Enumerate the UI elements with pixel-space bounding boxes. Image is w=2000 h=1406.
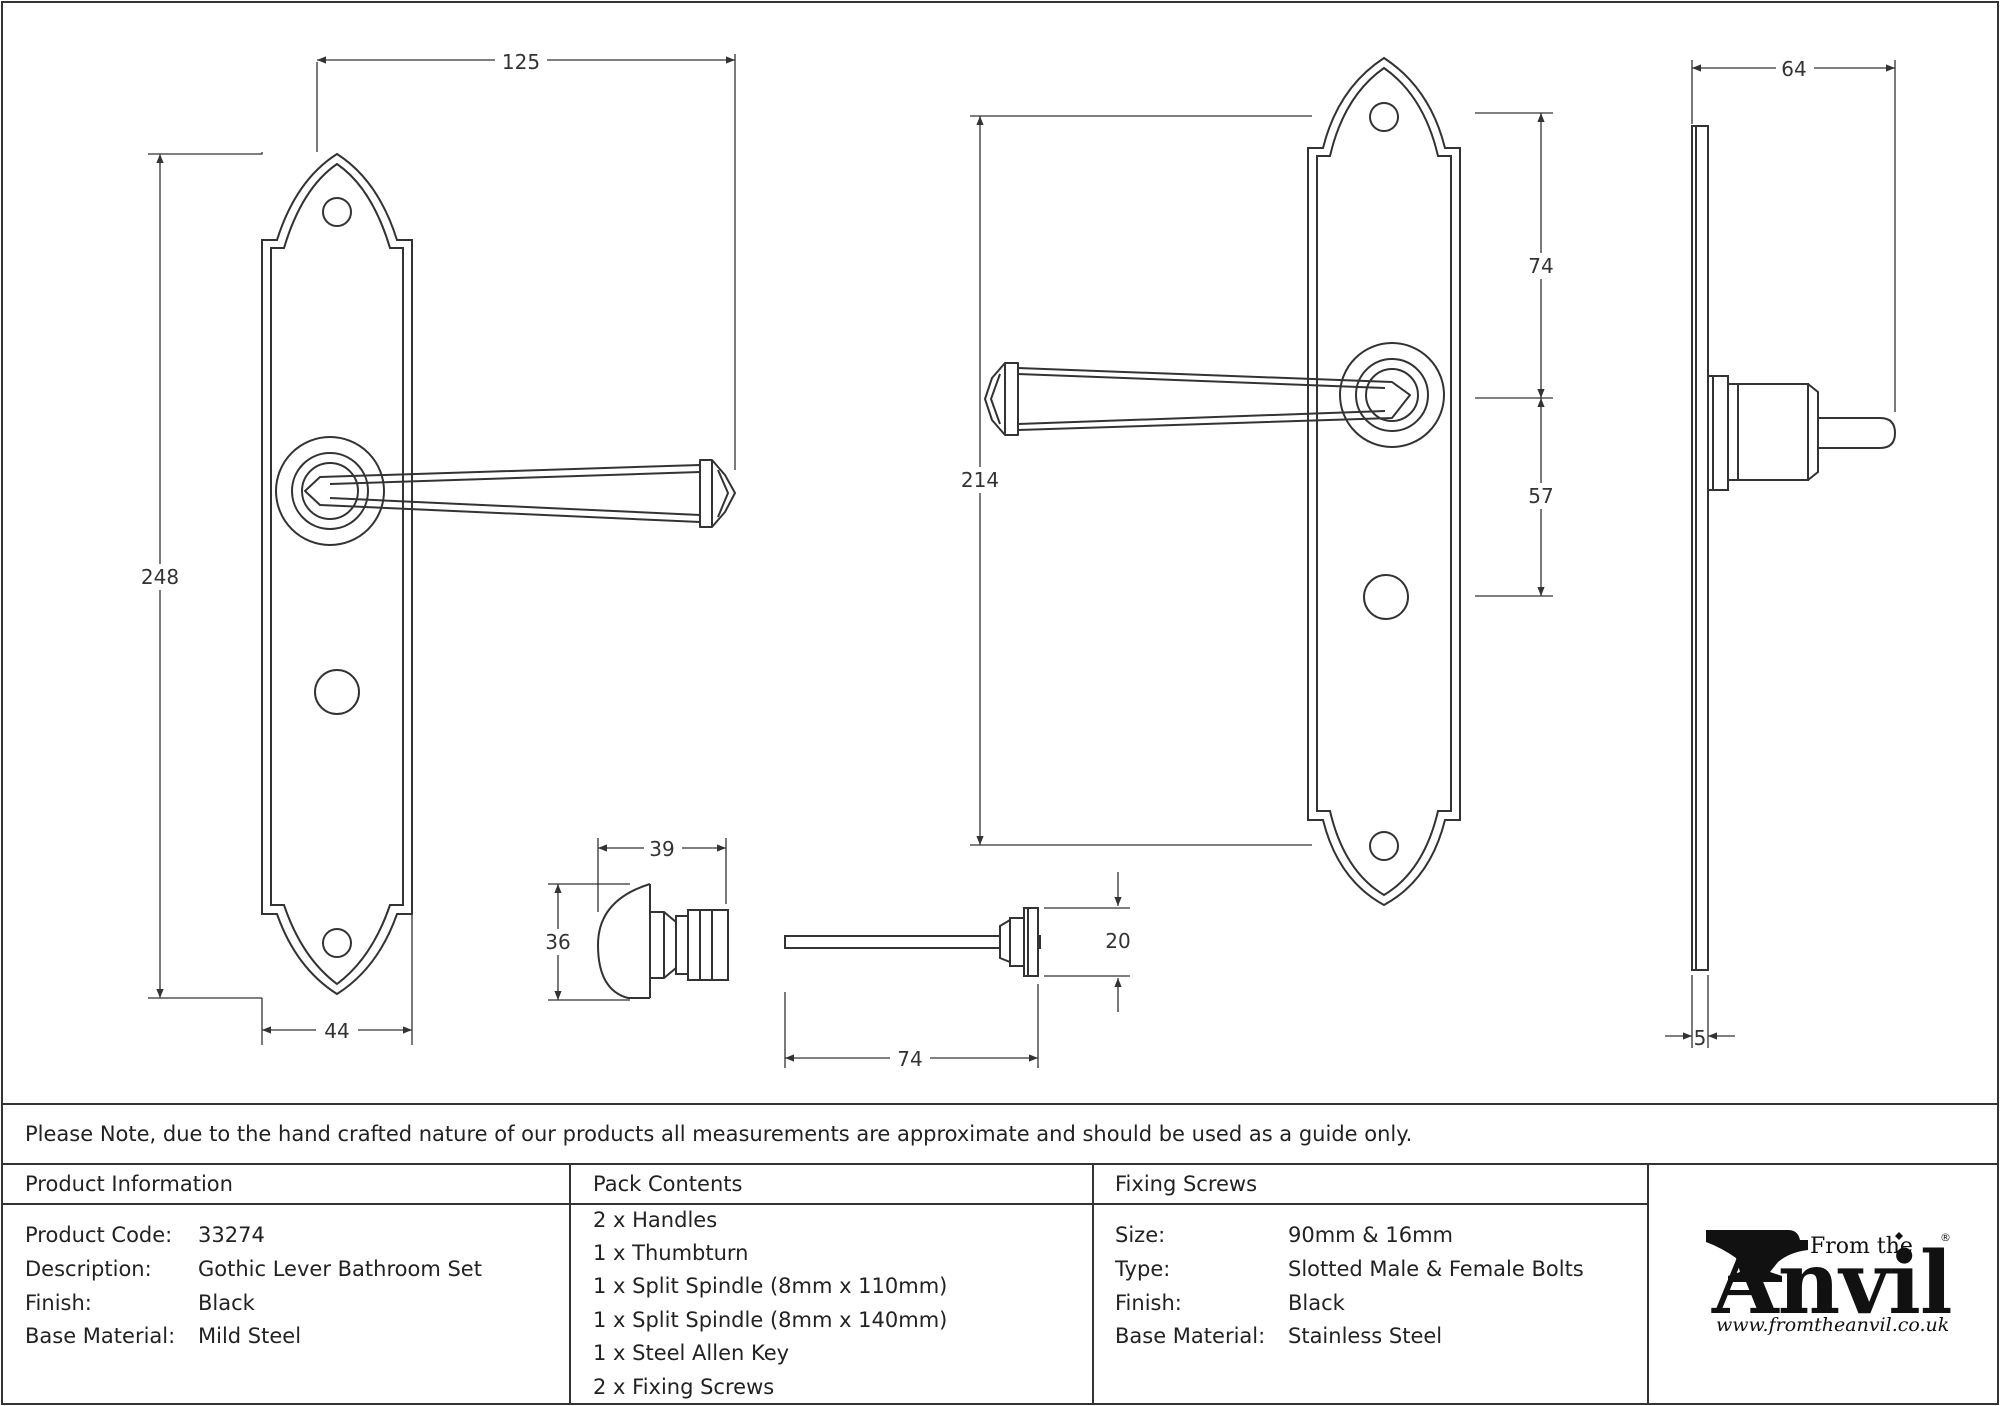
rear-view-lever-plate xyxy=(984,56,1461,907)
lever-arm xyxy=(304,464,701,523)
pack-item: 2 x Fixing Screws xyxy=(593,1375,775,1399)
front-view-lever-plate xyxy=(261,152,736,996)
pack-item: 1 x Split Spindle (8mm x 110mm) xyxy=(593,1274,948,1298)
screw-hole-bottom-rear xyxy=(1369,831,1399,861)
finish-value: Black xyxy=(198,1291,255,1315)
screw-finish-value: Black xyxy=(1288,1291,1345,1315)
description-label: Description: xyxy=(25,1257,152,1281)
pack-item: 2 x Handles xyxy=(593,1208,718,1232)
screw-finish-label: Finish: xyxy=(1115,1291,1182,1315)
dim-width-44: 44 xyxy=(324,1019,349,1043)
dim-span-57: 57 xyxy=(1528,484,1553,508)
pack-item: 1 x Split Spindle (8mm x 140mm) xyxy=(593,1308,948,1332)
fixing-screws-header: Fixing Screws xyxy=(1115,1172,1258,1196)
product-info-header: Product Information xyxy=(25,1172,233,1196)
product-code-label: Product Code: xyxy=(25,1223,173,1247)
product-code-value: 33274 xyxy=(198,1223,265,1247)
description-value: Gothic Lever Bathroom Set xyxy=(198,1257,482,1281)
screw-type-label: Type: xyxy=(1115,1257,1171,1281)
keyhole-turn-hole xyxy=(314,669,360,715)
dim-width-125: 125 xyxy=(502,50,540,74)
lever-rose xyxy=(275,436,385,546)
side-view-profile xyxy=(1691,125,1897,971)
pack-contents-header: Pack Contents xyxy=(593,1172,743,1196)
measurement-note: Please Note, due to the hand crafted nat… xyxy=(25,1122,1413,1146)
screw-hole-top-rear xyxy=(1369,102,1399,132)
screw-hole-bottom xyxy=(322,928,352,958)
lever-rose-rear xyxy=(1339,342,1445,448)
anvil-icon xyxy=(1706,1230,1903,1282)
brand-logo-word: Anvil xyxy=(1712,1233,1953,1334)
finish-label: Finish: xyxy=(25,1291,92,1315)
screw-material-value: Stainless Steel xyxy=(1288,1324,1443,1348)
keyhole-rear xyxy=(1363,574,1409,620)
base-material-value: Mild Steel xyxy=(198,1324,302,1348)
lever-arm-rear xyxy=(1017,367,1411,431)
registered-mark: ® xyxy=(1940,1231,1951,1244)
screw-size-label: Size: xyxy=(1115,1223,1166,1247)
info-table-frame xyxy=(2,1103,1998,1404)
dim-thickness-5: 5 xyxy=(1694,1026,1707,1050)
base-material-label: Base Material: xyxy=(25,1324,176,1348)
dim-height-214: 214 xyxy=(961,468,999,492)
allen-key-side-view xyxy=(784,907,1041,977)
pack-item: 1 x Thumbturn xyxy=(593,1241,749,1265)
dim-height-248: 248 xyxy=(141,565,179,589)
brand-from-text: From the xyxy=(1810,1234,1913,1259)
brand-url: www.fromtheanvil.co.uk xyxy=(1716,1314,1950,1336)
thumbturn-side-view xyxy=(596,883,729,999)
dim-depth-64: 64 xyxy=(1781,57,1806,81)
screw-hole-top xyxy=(322,197,352,227)
dim-key-20: 20 xyxy=(1105,929,1130,953)
screw-type-value: Slotted Male & Female Bolts xyxy=(1288,1257,1584,1281)
dim-span-74: 74 xyxy=(1528,254,1553,278)
screw-material-label: Base Material: xyxy=(1115,1324,1266,1348)
screw-size-value: 90mm & 16mm xyxy=(1288,1223,1453,1247)
dim-thumbturn-39: 39 xyxy=(649,837,674,861)
dim-thumbturn-36: 36 xyxy=(545,930,570,954)
dim-key-74: 74 xyxy=(897,1047,922,1071)
pack-item: 1 x Steel Allen Key xyxy=(593,1341,790,1365)
